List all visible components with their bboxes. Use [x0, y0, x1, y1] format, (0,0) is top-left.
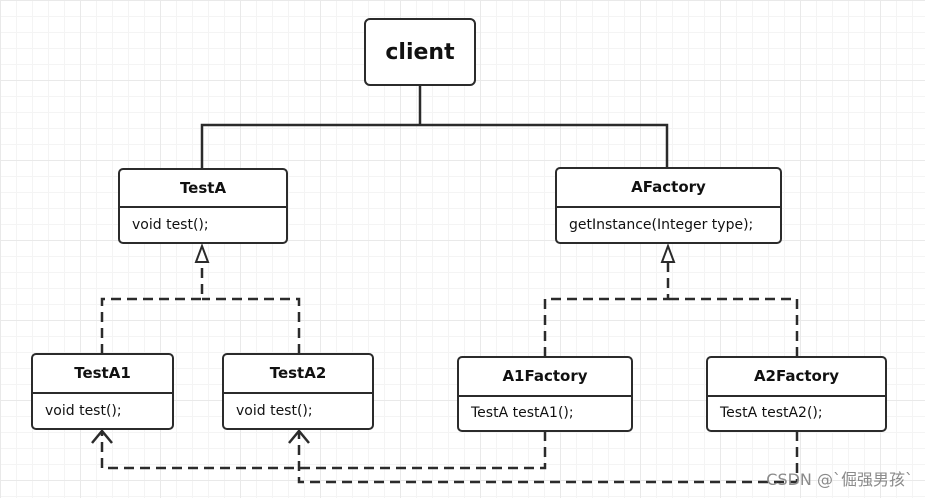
class-a1factory-name: A1Factory: [459, 358, 631, 397]
class-testa2-method: void test();: [236, 403, 313, 419]
a2factory-realization-line: [668, 297, 799, 357]
class-testa2-name: TestA2: [224, 355, 372, 394]
a2factory-creates-testa2-line: [297, 431, 799, 484]
class-a1factory: A1Factory TestA testA1();: [457, 356, 633, 432]
class-a1factory-method: TestA testA1();: [471, 405, 574, 421]
class-afactory: AFactory getInstance(Integer type);: [555, 167, 782, 244]
testa2-realization-line: [202, 297, 301, 354]
testa-realization-arrowhead: [194, 243, 210, 263]
class-testa1-method: void test();: [45, 403, 122, 419]
a1factory-creates-testa1-line: [100, 431, 547, 470]
testa1-realization-line: [100, 262, 204, 354]
class-afactory-name: AFactory: [557, 169, 780, 208]
class-testa1: TestA1 void test();: [31, 353, 174, 430]
client-to-testa-line: [200, 123, 420, 168]
testa1-dependency-arrowhead: [91, 429, 113, 444]
class-a2factory-method: TestA testA2();: [720, 405, 823, 421]
class-a2factory-name: A2Factory: [708, 358, 885, 397]
class-testa-name: TestA: [120, 170, 286, 208]
class-testa: TestA void test();: [118, 168, 288, 244]
class-a2factory: A2Factory TestA testA2();: [706, 356, 887, 432]
a1factory-realization-line: [543, 262, 670, 357]
csdn-watermark: CSDN @`倔强男孩`: [766, 470, 913, 489]
class-afactory-method: getInstance(Integer type);: [569, 217, 754, 233]
client-node: client: [364, 18, 476, 86]
class-testa2: TestA2 void test();: [222, 353, 374, 430]
afactory-realization-arrowhead: [660, 243, 676, 263]
class-testa1-name: TestA1: [33, 355, 172, 394]
testa2-dependency-arrowhead: [288, 429, 310, 444]
client-to-afactory-line: [420, 123, 669, 168]
client-label: client: [385, 39, 455, 65]
class-testa-method: void test();: [132, 217, 209, 233]
